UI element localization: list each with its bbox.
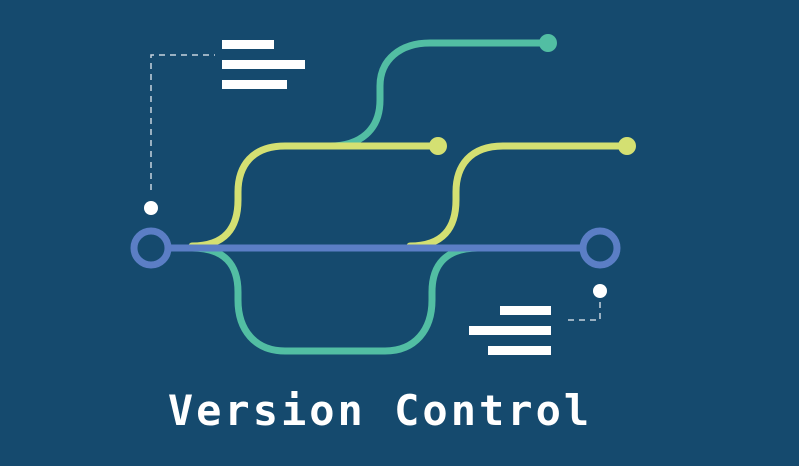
white-dot [593,284,607,298]
branch-end-dot [429,137,447,155]
text-lines-icon [222,40,305,89]
teal-branch-lower [188,244,482,355]
commit-node-end-icon [579,227,621,269]
branch-end-dot [618,137,636,155]
page-title: Version Control [167,386,593,435]
yellow-branch-right [406,142,631,250]
yellow-branch-left [188,142,442,250]
white-dot [144,201,158,215]
commit-node-start-icon [130,227,172,269]
text-lines-icon [469,306,551,355]
dashed-connector-top [150,54,215,190]
branch-end-dot [539,34,557,52]
dashed-connector-bottom [568,302,601,321]
teal-branch-upper [326,39,552,150]
